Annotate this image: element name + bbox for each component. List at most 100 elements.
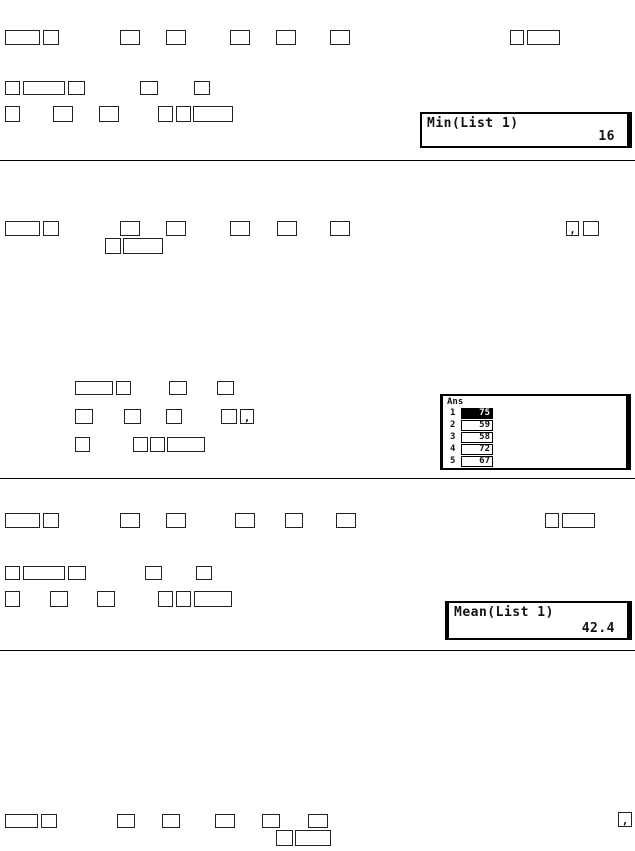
calculator-key: [276, 30, 296, 45]
calculator-key: [230, 30, 250, 45]
calculator-key: [196, 566, 212, 580]
calculator-key: [308, 814, 328, 828]
calculator-key: [527, 30, 560, 45]
calculator-key: [150, 437, 165, 452]
calculator-key: [166, 30, 186, 45]
calculator-key: [166, 221, 186, 236]
calculator-key: [41, 814, 57, 828]
calculator-key: [235, 513, 255, 528]
calculator-key: [562, 513, 595, 528]
calculator-key: [120, 221, 140, 236]
calculator-key: [53, 106, 73, 122]
ans-list-table: 1 75 2 59 3 58 4 72 5 67: [450, 408, 493, 468]
screen-expression: Mean(List 1): [454, 605, 554, 620]
comma-key: ,: [240, 409, 254, 424]
calculator-key: [277, 221, 297, 236]
calculator-key: [193, 106, 233, 122]
calculator-key: [158, 591, 173, 607]
ans-row: 4 72: [450, 444, 493, 455]
calculator-key: [68, 81, 85, 95]
calculator-key: [169, 381, 187, 395]
calculator-key: [120, 30, 140, 45]
ans-row-value: 58: [461, 432, 493, 443]
calc-screen-min: Min(List 1) 16: [420, 112, 632, 148]
calculator-key: [23, 81, 65, 95]
ans-row: 3 58: [450, 432, 493, 443]
calculator-key: [75, 409, 93, 424]
calculator-key: [330, 221, 350, 236]
calculator-key: [217, 381, 234, 395]
ans-row-index: 4: [450, 444, 456, 454]
calculator-key: [285, 513, 303, 528]
ans-row-value: 59: [461, 420, 493, 431]
calculator-key: [5, 566, 20, 580]
calculator-key: [166, 409, 182, 424]
calculator-key: [50, 591, 68, 607]
calculator-key: [295, 830, 331, 846]
calculator-key: [230, 221, 250, 236]
calculator-key: [5, 814, 38, 828]
calculator-key: [124, 409, 141, 424]
calculator-key: [583, 221, 599, 236]
calculator-key: [105, 238, 121, 254]
ans-label: Ans: [447, 397, 464, 407]
calculator-key: [117, 814, 135, 828]
calculator-key: [5, 106, 20, 122]
ans-row: 5 67: [450, 456, 493, 467]
calculator-key: [116, 381, 131, 395]
screen-expression: Min(List 1): [427, 116, 519, 131]
calculator-key: [510, 30, 524, 45]
ans-row-index: 1: [450, 408, 456, 418]
calculator-key: [23, 566, 65, 580]
screen-result: 42.4: [581, 621, 615, 636]
screen-result: 16: [598, 129, 615, 144]
calculator-key: [167, 437, 205, 452]
comma-key: ,: [618, 812, 632, 827]
calculator-key: [99, 106, 119, 122]
calculator-key: [97, 591, 115, 607]
calculator-key: [43, 513, 59, 528]
section-divider: [0, 650, 635, 651]
calculator-key: [120, 513, 140, 528]
calculator-key: [176, 106, 191, 122]
calculator-key: [140, 81, 158, 95]
calculator-key: [336, 513, 356, 528]
section-divider: [0, 160, 635, 161]
calculator-key: [176, 591, 191, 607]
calculator-key: [262, 814, 280, 828]
calculator-key: [158, 106, 173, 122]
calculator-key: [330, 30, 350, 45]
calculator-key: [145, 566, 162, 580]
ans-row-index: 2: [450, 420, 456, 430]
section-divider: [0, 478, 635, 479]
ans-row-index: 5: [450, 456, 456, 466]
calculator-key: [75, 437, 90, 452]
calculator-key: [5, 513, 40, 528]
comma-key: ,: [566, 221, 579, 236]
ans-row-value: 67: [461, 456, 493, 467]
ans-row-index: 3: [450, 432, 456, 442]
calculator-key: [5, 591, 20, 607]
calculator-key: [43, 30, 59, 45]
calculator-key: [545, 513, 559, 528]
calculator-key: [43, 221, 59, 236]
calculator-key: [166, 513, 186, 528]
ans-row-value: 72: [461, 444, 493, 455]
calculator-key: [276, 830, 293, 846]
calculator-key: [221, 409, 237, 424]
calculator-key: [133, 437, 148, 452]
ans-row: 2 59: [450, 420, 493, 431]
calculator-key: [68, 566, 86, 580]
calculator-key: [215, 814, 235, 828]
ans-row: 1 75: [450, 408, 493, 419]
calculator-key: [75, 381, 113, 395]
ans-row-value-highlighted: 75: [461, 408, 493, 419]
calculator-key: [5, 221, 40, 236]
calculator-key: [194, 591, 232, 607]
calculator-key: [5, 30, 40, 45]
calc-screen-ans: Ans 1 75 2 59 3 58 4 72 5 67: [440, 394, 631, 470]
calculator-key: [162, 814, 180, 828]
calculator-key: [5, 81, 20, 95]
calculator-key: [123, 238, 163, 254]
